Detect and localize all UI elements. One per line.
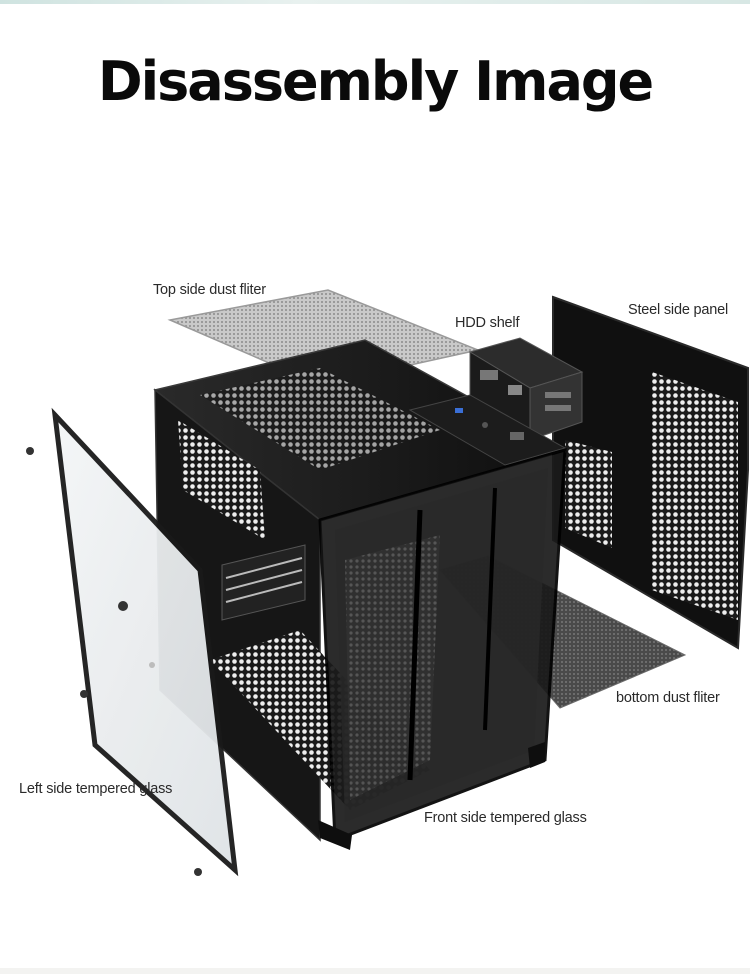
steel-side-panel: [552, 295, 749, 650]
label-left-tempered-glass: Left side tempered glass: [19, 781, 173, 797]
label-steel-side-panel: Steel side panel: [628, 302, 728, 318]
label-bottom-dust-filter: bottom dust fliter: [616, 690, 720, 706]
bottom-accent-strip: [0, 968, 750, 974]
label-top-dust-filter: Top side dust fliter: [153, 282, 266, 298]
chassis: [153, 339, 567, 850]
left-tempered-glass: [51, 407, 239, 877]
top-accent-strip: [0, 0, 750, 4]
page-title: Disassembly Image: [97, 50, 654, 113]
hdd-shelf: [468, 337, 584, 441]
screw-icon: [26, 447, 202, 876]
label-hdd-shelf: HDD shelf: [455, 315, 520, 331]
label-front-tempered-glass: Front side tempered glass: [424, 810, 587, 826]
